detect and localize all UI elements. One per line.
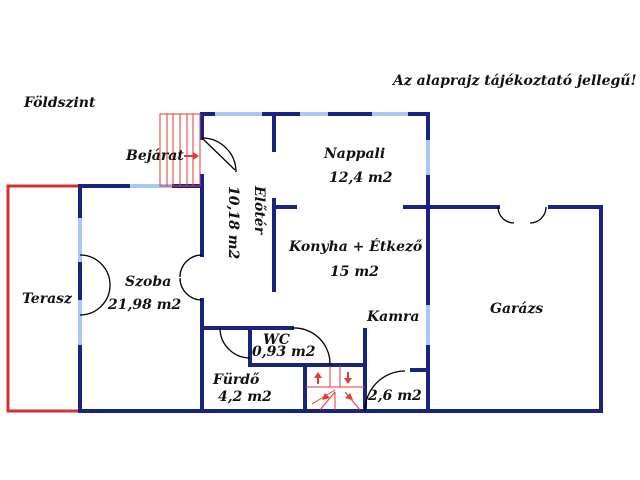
room-szoba-area: 21,98 m2: [108, 297, 182, 313]
room-konyha-area: 15 m2: [330, 264, 379, 280]
room-furdo-area: 4,2 m2: [218, 389, 272, 405]
room-kamra-area: 2,6 m2: [368, 388, 422, 404]
internal-stairs: [306, 366, 365, 411]
room-garazs-label: Garázs: [490, 301, 544, 317]
room-eloter-label: Előtér: [251, 186, 267, 235]
room-wc-label: WC: [263, 332, 290, 348]
stair-arrows-icon: [314, 372, 353, 400]
windows: [78, 112, 430, 345]
floor-label: Földszint: [24, 95, 96, 111]
entrance-steps: [159, 113, 201, 187]
room-furdo-label: Fürdő: [213, 372, 260, 388]
house-walls: [78, 112, 603, 413]
room-nappali-label: Nappali: [324, 146, 386, 162]
entrance-arrow-icon: [184, 152, 199, 160]
terrace-outline: [6, 184, 78, 413]
doors: [79, 137, 547, 412]
disclaimer-note: Az alaprajz tájékoztató jellegű!: [393, 73, 637, 89]
room-nappali-area: 12,4 m2: [329, 170, 393, 186]
room-konyha-label: Konyha + Étkező: [289, 239, 423, 255]
room-kamra-label: Kamra: [367, 309, 420, 325]
room-eloter-area: 10,18 m2: [225, 186, 241, 260]
room-wc-area: 0,93 m2: [252, 344, 316, 360]
room-szoba-label: Szoba: [125, 274, 172, 290]
room-bejarat-label: Bejárat: [126, 148, 184, 164]
room-terasz-label: Terasz: [22, 291, 72, 307]
